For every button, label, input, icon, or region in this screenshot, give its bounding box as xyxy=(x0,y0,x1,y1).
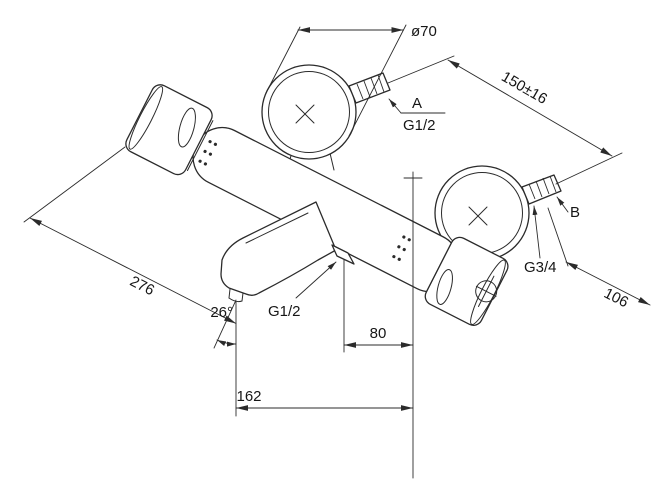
angle-arc xyxy=(216,339,237,347)
temperature-handle-indicator xyxy=(177,107,196,148)
thread-a-body xyxy=(348,72,391,104)
callout-outlet-g12: G1/2 xyxy=(268,261,337,320)
faucet-body-group xyxy=(125,84,509,326)
extension-line xyxy=(23,146,126,223)
callout-b: B xyxy=(556,196,580,221)
temperature-scale-dots xyxy=(198,140,218,166)
leader-line xyxy=(556,196,569,213)
extension-line xyxy=(387,55,455,84)
dim-label-150: 150±16 xyxy=(498,68,550,108)
label-conn-b: B xyxy=(570,204,580,221)
body-seam-line xyxy=(186,120,214,172)
dim-label-80: 80 xyxy=(370,325,387,342)
extension-line xyxy=(348,24,407,137)
centerline xyxy=(403,171,423,479)
escutcheon-a xyxy=(261,64,357,171)
dim-dia70: ø70 xyxy=(265,23,437,137)
flow-handle-screw-cross xyxy=(475,275,498,307)
screw-cross-line xyxy=(475,285,497,297)
escutcheon-a-outer-rim xyxy=(261,64,357,160)
extension-line xyxy=(547,207,569,267)
temperature-handle-endcap xyxy=(128,86,164,150)
dimension-line xyxy=(29,217,237,324)
aerator-side-line xyxy=(241,292,244,302)
callout-g34: G3/4 xyxy=(524,205,557,276)
label-outlet-thread: G1/2 xyxy=(268,303,301,320)
dim-162: 162 xyxy=(235,388,414,411)
callout-a: A G1/2 xyxy=(388,95,446,134)
extension-line xyxy=(265,26,301,94)
escutcheon-a-cross-mark xyxy=(295,104,315,124)
dim-80: 80 xyxy=(343,259,414,353)
dim-label-dia70: ø70 xyxy=(411,23,437,40)
escutcheon-b-cross-mark xyxy=(468,206,488,226)
extension-line xyxy=(555,152,623,185)
thread-hatch-line xyxy=(528,183,536,200)
thread-hatch-line xyxy=(549,175,557,193)
dim-label-26: 26° xyxy=(210,304,233,321)
thread-hatch-line xyxy=(356,83,364,100)
outlet-nipple xyxy=(331,244,355,265)
thread-hatch-line xyxy=(370,77,378,95)
dim-106: 106 xyxy=(547,207,651,312)
thread-a xyxy=(348,72,391,104)
thread-b xyxy=(521,174,562,205)
leader-line xyxy=(388,98,402,114)
flow-handle-indicator xyxy=(436,269,453,305)
flow-scale-dots xyxy=(392,235,411,261)
dimension-line xyxy=(447,59,613,157)
dimension-line xyxy=(565,261,651,306)
thread-hatch-line xyxy=(363,80,371,98)
dim-label-106: 106 xyxy=(601,285,631,312)
temperature-handle xyxy=(125,84,213,176)
thread-hatch-line xyxy=(535,180,543,198)
aerator-side-line xyxy=(228,288,231,299)
thread-hatch-line xyxy=(542,177,550,195)
label-thread-b: G3/4 xyxy=(524,259,557,276)
label-conn-a: A xyxy=(412,95,422,112)
body-seam-line xyxy=(425,241,453,293)
leader-line xyxy=(532,205,541,259)
label-thread-a: G1/2 xyxy=(403,117,436,134)
dim-label-162: 162 xyxy=(236,388,261,405)
escutcheon-a-inner-rim xyxy=(268,71,350,153)
dim-label-276: 276 xyxy=(127,273,157,300)
dim-angle-26: 26° xyxy=(210,299,237,417)
leader-line xyxy=(295,261,337,299)
spout-crease-line xyxy=(245,212,309,244)
